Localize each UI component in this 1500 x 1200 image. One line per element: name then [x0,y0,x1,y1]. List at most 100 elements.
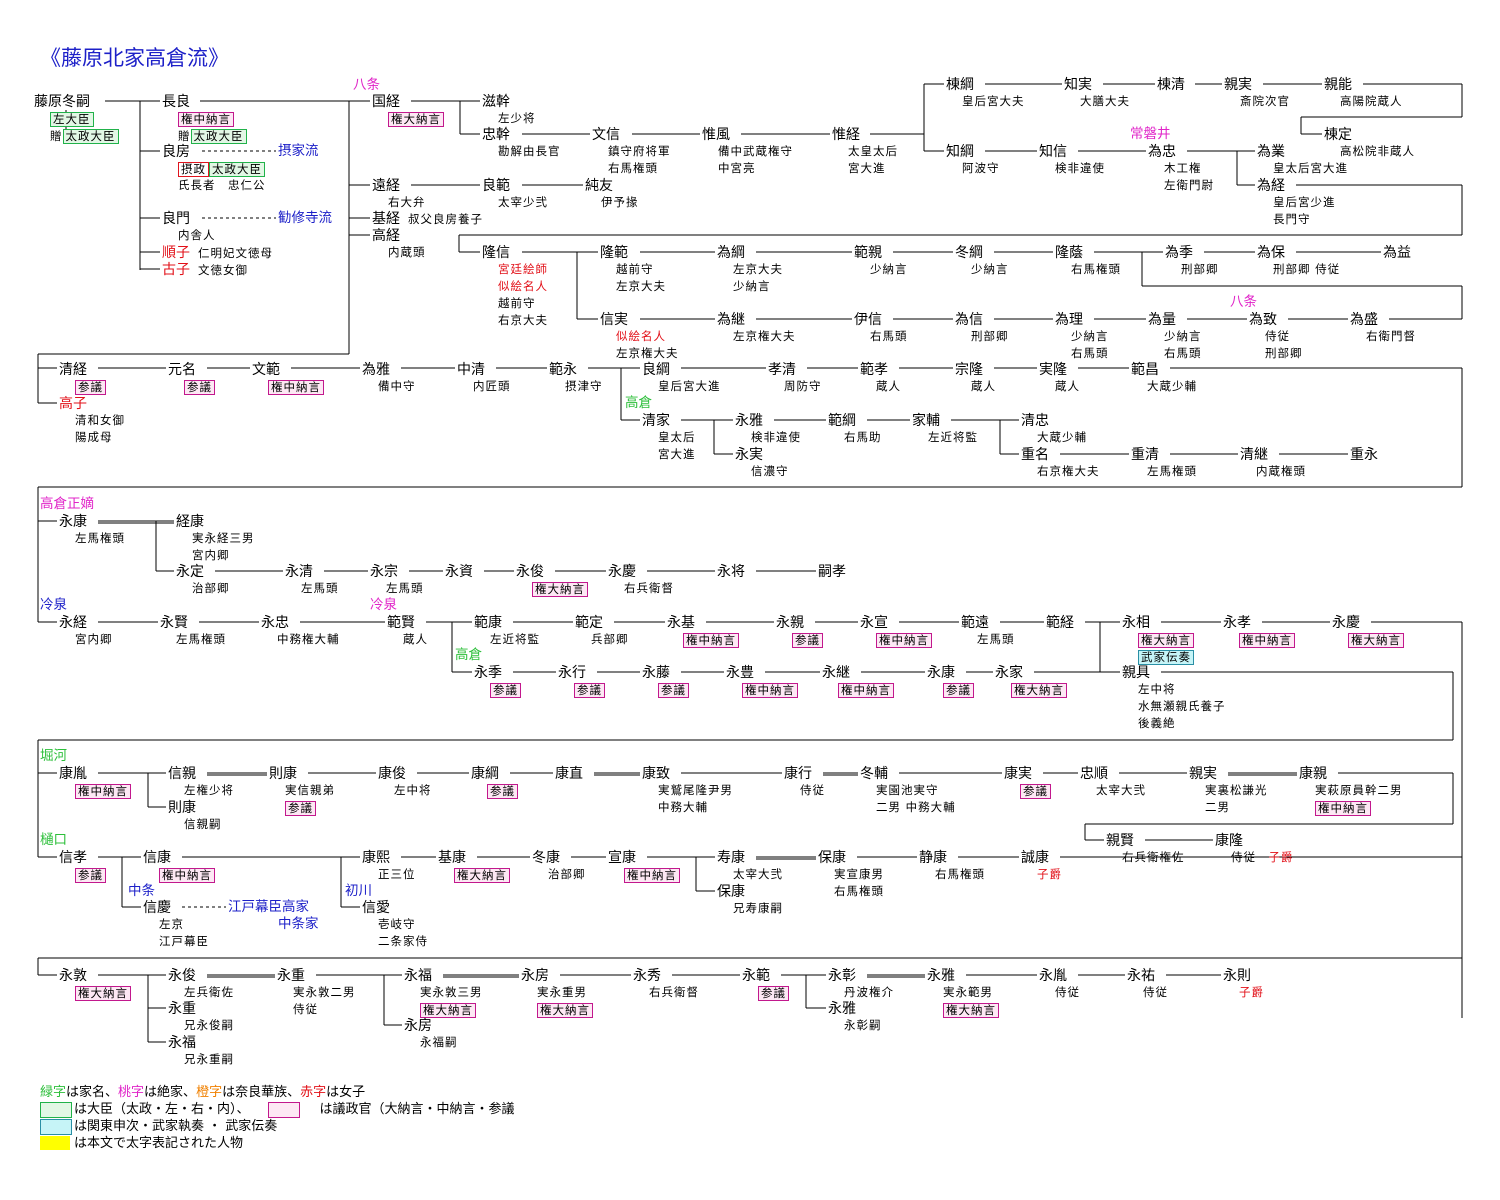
person-office: 左近将監 [490,632,540,646]
legend-text: は大臣（太政・左・右・内）、 [74,1102,250,1117]
person-office: 兵部卿 [591,632,629,646]
person-office: 越前守 [498,296,536,310]
house-label: 樋口 [40,832,67,848]
person-office: 右馬頭 [1071,346,1109,360]
person-name: 嗣孝 [816,564,848,580]
person-name: 範綱 [826,413,858,429]
person-office: 右馬助 [844,430,882,444]
person-name: 永俊 [514,564,546,580]
person-office: 兄寿康嗣 [733,901,783,915]
legend-text: 緑字 [40,1085,67,1100]
office-box: 権大納言 [388,112,444,127]
person-name: 惟風 [700,127,732,143]
person-office: 永福嗣 [420,1035,458,1049]
person-name: 忠順 [1078,766,1110,782]
house-label: 中条 [128,883,155,899]
person-name: 永慶 [1330,615,1362,631]
person-office: 左衛門尉 [1164,178,1214,192]
person-name: 範経 [1044,615,1076,631]
house-label: 冷泉 [370,597,397,613]
house-label: 冷泉 [40,597,67,613]
person-name: 永雅 [925,968,957,984]
person-name: 永宣 [858,615,890,631]
person-name: 清継 [1238,447,1270,463]
person-name: 永忠 [259,615,291,631]
legend-text: は女子 [326,1085,366,1100]
person-name: 長良 [160,94,192,110]
person-office: 蔵人 [403,632,428,646]
person-name: 為経 [1255,178,1287,194]
person-office: 蔵人 [876,379,901,393]
person-name: 古子 [160,262,192,278]
legend-line-offices: は大臣（太政・左・右・内）、は議政官（大納言・中納言・参議 [74,1102,515,1117]
person-office: 正三位 [378,867,416,881]
person-office: 兄永俊嗣 [184,1018,234,1032]
person-office: 皇太后 [658,430,696,444]
person-name: 知実 [1062,77,1094,93]
person-name: 信親 [166,766,198,782]
person-office: 斎院次官 [1240,94,1290,108]
legend-text: は家名、 [66,1085,119,1100]
person-office: 実萩原員幹二男 [1315,783,1403,797]
person-name: 棟定 [1322,127,1354,143]
person-office: 実永敦二男 [293,985,356,999]
person-office: 高松院非蔵人 [1340,144,1415,158]
person-office: 左兵衛佐 [184,985,234,999]
person-name: 永季 [472,665,504,681]
legend-text: は本文で太字表記された人物 [74,1136,244,1151]
legend-swatch-shogunal-liaison [40,1119,72,1135]
legend-text: 赤字 [300,1085,327,1100]
person-office: 永彰嗣 [844,1018,882,1032]
person-name: 寿康 [715,850,747,866]
person-name: 親賢 [1104,833,1136,849]
person-office: 内蔵権頭 [1256,464,1306,478]
person-office: 摂政太政大臣 [178,162,265,177]
person-name: 範孝 [858,362,890,378]
office-box: 左大臣 [50,112,94,127]
person-office: 侍従 [1143,985,1168,999]
person-name: 基経 [370,211,402,227]
person-name: 永福 [166,1035,198,1051]
person-name: 永賢 [158,615,190,631]
person-office: 左中将 [394,783,432,797]
person-office: 周防守 [784,379,822,393]
person-name: 永清 [283,564,315,580]
person-name: 永房 [519,968,551,984]
office-box: 権中納言 [1315,801,1371,816]
office-box: 参議 [658,683,689,698]
office-box: 権中納言 [178,112,234,127]
person-office: 贈太政大臣 [50,129,119,144]
house-label: 中条家 [278,916,319,932]
office-box: 参議 [75,868,106,883]
office-box: 権大納言 [537,1003,593,1018]
person-office: 似絵名人 [616,329,666,343]
person-name: 永実 [733,447,765,463]
person-office: 侍従 [1055,985,1080,999]
person-office: 長門守 [1273,212,1311,226]
person-name: 範賢 [385,615,417,631]
person-name: 永経 [57,615,89,631]
person-office: 水無瀬親氏養子 [1138,699,1226,713]
person-name: 範親 [852,245,884,261]
person-office: 右馬頭 [870,329,908,343]
house-label: 八条 [1230,294,1257,310]
person-office: 右衛門督 [1366,329,1416,343]
office-box: 参議 [285,801,316,816]
person-office: 左中将 [1138,682,1176,696]
person-name: 永定 [174,564,206,580]
person-office: 左京権大夫 [733,329,796,343]
person-name: 親能 [1322,77,1354,93]
person-name: 永康 [57,514,89,530]
person-name: 永資 [443,564,475,580]
office-box: 参議 [792,633,823,648]
person-office: 刑部卿 [971,329,1009,343]
person-office: 右兵衛権佐 [1122,850,1185,864]
person-office: 皇后宮大夫 [962,94,1025,108]
legend-text: は関東申次・武家執奏 ・ 武家伝奏 [74,1119,278,1134]
person-name: 為綱 [715,245,747,261]
person-office: 左京権大夫 [616,346,679,360]
person-office: 勘解由長官 [498,144,561,158]
office-box: 参議 [574,683,605,698]
person-office: 太宰少弐 [498,195,548,209]
